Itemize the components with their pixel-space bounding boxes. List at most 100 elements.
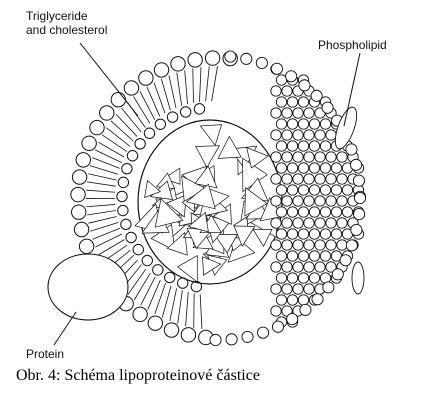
fatty-acid-tail (86, 190, 115, 192)
phospholipid-head (82, 136, 96, 150)
surface-phospholipid-head (350, 159, 361, 170)
surface-phospholipid-head (342, 185, 352, 195)
surface-phospholipid-head (320, 185, 330, 195)
surface-phospholipid-head (287, 185, 297, 195)
phospholipid-head (100, 106, 114, 120)
phospholipid-head (205, 51, 219, 65)
triglyceride-pointer (80, 43, 138, 116)
surface-phospholipid-head (346, 240, 357, 251)
surface-phospholipid-head (326, 240, 336, 250)
surface-phospholipid-head (304, 108, 314, 118)
surface-phospholipid-head (282, 218, 292, 228)
phospholipid-head-inner (127, 151, 137, 161)
surface-phospholipid-head (293, 218, 303, 228)
apoprotein-blob (48, 254, 128, 320)
surface-phospholipid-head (315, 130, 325, 140)
phospholipid-head (181, 328, 195, 342)
phospholipid-surface-grid (210, 51, 366, 346)
phospholipid-head-inner (153, 265, 163, 275)
surface-phospholipid-head (257, 327, 268, 338)
phospholipid-label: Phospholipid (318, 38, 387, 52)
surface-phospholipid-head (293, 130, 303, 140)
surface-phospholipid-head (298, 119, 308, 129)
surface-phospholipid-head (271, 218, 281, 228)
surface-phospholipid-head (309, 229, 319, 239)
surface-phospholipid-head (287, 141, 297, 151)
surface-phospholipid-head (309, 119, 319, 129)
fatty-acid-tail (193, 68, 194, 102)
phospholipid-head-inner (118, 177, 128, 187)
surface-phospholipid-head (315, 174, 325, 184)
fatty-acid-tail (147, 87, 160, 116)
surface-phospholipid-head (287, 251, 297, 261)
surface-phospholipid-head (320, 229, 330, 239)
surface-phospholipid-head (298, 207, 308, 217)
core-lipid-crystal (196, 146, 220, 168)
fatty-acid-tail (90, 222, 118, 231)
phospholipid-head (71, 187, 85, 201)
fatty-acid-tail (148, 280, 161, 310)
surface-phospholipid-head (299, 80, 310, 91)
fatty-acid-tail (162, 286, 171, 318)
surface-phospholipid-head (304, 262, 314, 272)
surface-phospholipid-head (309, 141, 319, 151)
surface-phospholipid-head (315, 196, 325, 206)
surface-phospholipid-head (326, 174, 336, 184)
surface-phospholipid-head (309, 273, 319, 283)
surface-phospholipid-head (332, 269, 343, 280)
fatty-acid-tail (99, 240, 125, 255)
surface-phospholipid-head (276, 185, 286, 195)
phospholipid-head (148, 316, 162, 330)
phospholipid-head (90, 120, 104, 134)
surface-phospholipid-head (282, 152, 292, 162)
surface-phospholipid-head (326, 130, 336, 140)
fatty-acid-tail (95, 234, 121, 247)
fatty-acid-tail (200, 67, 201, 102)
fatty-acid-tail (111, 121, 133, 141)
surface-phospholipid-head (287, 207, 297, 217)
surface-phospholipid-head (331, 185, 341, 195)
surface-phospholipid-head (331, 163, 341, 173)
fatty-acid-tail (185, 70, 188, 104)
surface-phospholipid-head (293, 152, 303, 162)
surface-phospholipid-head (276, 163, 286, 173)
fatty-acid-tail (155, 283, 166, 314)
phospholipid-head-inner (155, 119, 165, 129)
protein-pointer (54, 312, 76, 345)
surface-phospholipid-head (298, 141, 308, 151)
triglyceride-label: Triglyceride and cholesterol (26, 9, 107, 37)
surface-phospholipid-head (331, 229, 341, 239)
surface-phospholipid-head (320, 119, 330, 129)
surface-phospholipid-head (320, 163, 330, 173)
phospholipid-head (164, 323, 178, 337)
surface-phospholipid-head (271, 174, 281, 184)
surface-phospholipid-head (293, 108, 303, 118)
surface-phospholipid-head (315, 262, 325, 272)
surface-phospholipid-head (320, 141, 330, 151)
phospholipid-head (133, 307, 147, 321)
surface-phospholipid-head (276, 229, 286, 239)
surface-phospholipid-head (272, 321, 283, 332)
phospholipid-head-inner (121, 219, 131, 229)
fatty-acid-tail (102, 135, 127, 152)
surface-phospholipid-head (271, 284, 281, 294)
surface-phospholipid-head (298, 97, 308, 107)
surface-phospholipid-head (304, 240, 314, 250)
surface-phospholipid-head (309, 163, 319, 173)
surface-protein (352, 262, 364, 294)
phospholipid-head (139, 71, 153, 85)
surface-phospholipid-head (298, 229, 308, 239)
fatty-acid-tail (98, 142, 124, 157)
surface-phospholipid-head (282, 240, 292, 250)
surface-phospholipid-head (282, 284, 292, 294)
fatty-acid-tail (128, 269, 146, 295)
surface-phospholipid-head (337, 218, 347, 228)
surface-phospholipid-head (282, 262, 292, 272)
surface-phospholipid-head (271, 63, 282, 74)
triglyceride-label-line2: and cholesterol (26, 23, 107, 37)
core-lipid-crystal (218, 136, 241, 158)
surface-phospholipid-head (287, 163, 297, 173)
surface-phospholipid-head (210, 334, 221, 345)
fatty-acid-tail (170, 288, 177, 321)
